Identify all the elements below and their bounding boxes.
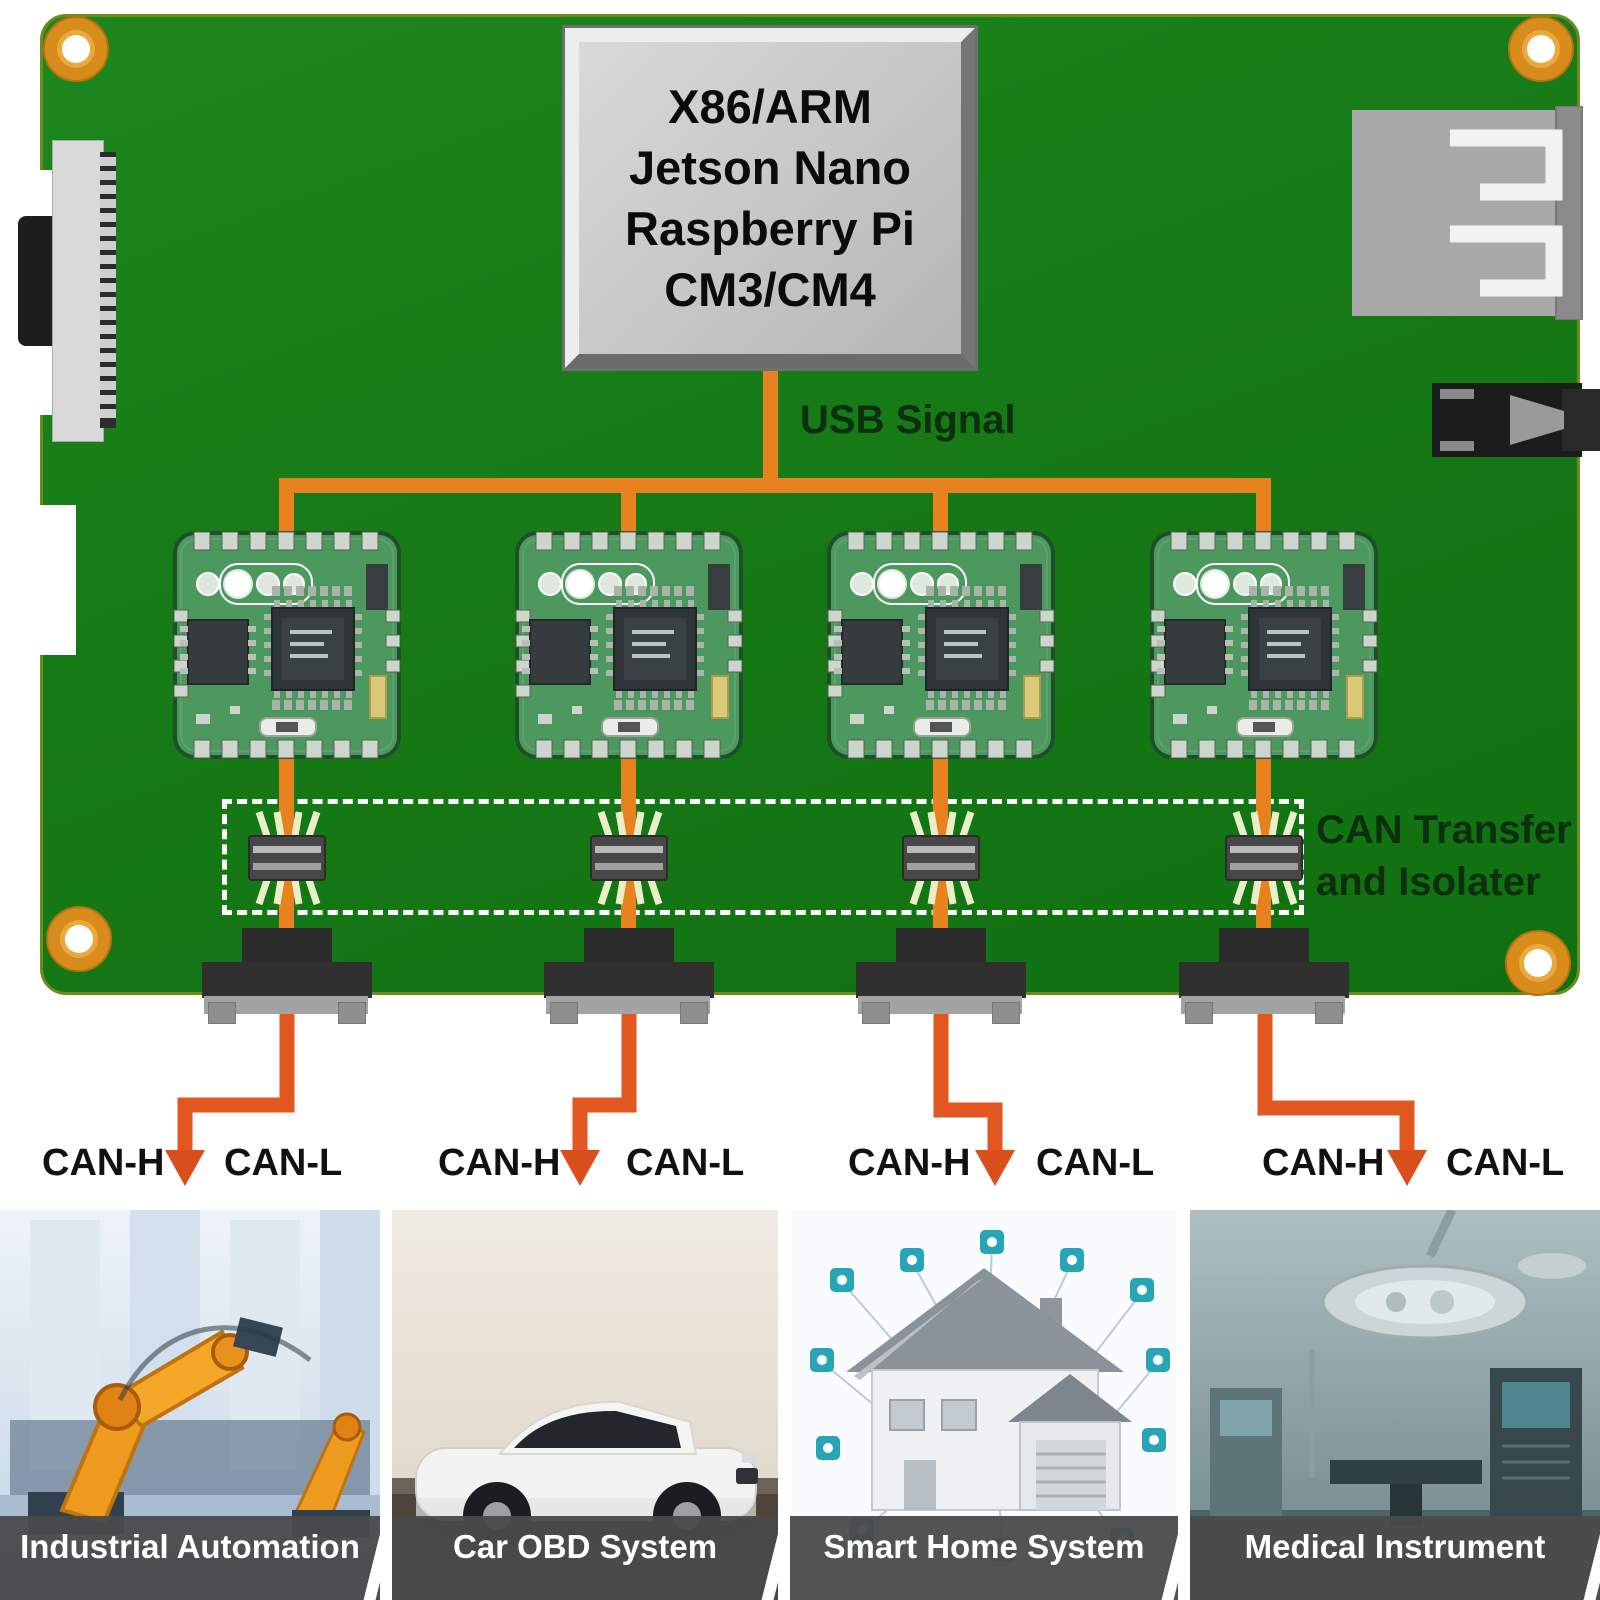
usb-dual-port-art	[1352, 106, 1583, 320]
mounting-hole-icon	[1505, 930, 1571, 996]
board-edge-margin	[1580, 0, 1600, 995]
can-module-icon	[172, 530, 402, 760]
photo-caption: Smart Home System	[790, 1516, 1178, 1600]
db9-connector-icon	[544, 928, 714, 1024]
photo-car-obd: Car OBD System	[392, 1210, 778, 1600]
smart-home-illustration	[790, 1210, 1178, 1600]
can-h-label: CAN-H	[848, 1142, 971, 1184]
photo-caption: Medical Instrument	[1190, 1516, 1600, 1600]
can-transfer-label: CAN Transfer and Isolater	[1316, 804, 1572, 908]
can-h-label: CAN-H	[1262, 1142, 1385, 1184]
can-l-label: CAN-L	[224, 1142, 343, 1184]
mounting-hole-icon	[1508, 16, 1574, 82]
mounting-hole-icon	[43, 16, 109, 82]
can-h-label: CAN-H	[438, 1142, 561, 1184]
db9-connector-icon	[202, 928, 372, 1024]
photo-caption: Car OBD System	[392, 1516, 778, 1600]
photo-medical-instrument: Medical Instrument	[1190, 1210, 1600, 1600]
board-notch	[30, 505, 76, 655]
arrow-down-icon	[1387, 1150, 1427, 1186]
can-l-label: CAN-L	[626, 1142, 745, 1184]
isolation-zone-dashed-box	[222, 799, 1304, 915]
arrow-down-icon	[560, 1150, 600, 1186]
isolator-chip-icon	[1214, 806, 1314, 910]
can-transfer-line2: and Isolater	[1316, 860, 1541, 904]
host-cpu-box: X86/ARM Jetson Nano Raspberry Pi CM3/CM4	[565, 28, 975, 368]
db9-connector-icon	[1179, 928, 1349, 1024]
photo-caption: Industrial Automation	[0, 1516, 380, 1600]
isolator-chip-icon	[891, 806, 991, 910]
mounting-hole-icon	[46, 906, 112, 972]
audio-jack-icon	[1432, 383, 1600, 457]
arrow-down-icon	[165, 1150, 205, 1186]
can-wire-4	[1257, 1006, 1415, 1152]
cpu-line: Jetson Nano	[628, 141, 912, 194]
arrow-down-icon	[975, 1150, 1015, 1186]
cpu-line: CM3/CM4	[664, 263, 876, 316]
usb-dual-port-icon	[1352, 106, 1584, 320]
can-output-wires	[165, 1006, 1427, 1186]
can-transfer-line1: CAN Transfer	[1316, 808, 1572, 852]
can-module-icon	[514, 530, 744, 760]
isolator-chip-icon	[579, 806, 679, 910]
photo-industrial-automation: Industrial Automation	[0, 1210, 380, 1600]
cpu-line: X86/ARM	[668, 80, 872, 133]
can-h-label: CAN-H	[42, 1142, 165, 1184]
usb-signal-label: USB Signal	[800, 398, 1016, 442]
can-l-label: CAN-L	[1446, 1142, 1565, 1184]
db9-connector-icon	[856, 928, 1026, 1024]
can-wire-1	[177, 1006, 295, 1152]
can-module-icon	[826, 530, 1056, 760]
cpu-line: Raspberry Pi	[625, 202, 915, 255]
can-module-icon	[1149, 530, 1379, 760]
usb-wire-stub	[763, 362, 778, 490]
can-wire-2	[572, 1006, 637, 1152]
can-wire-3	[933, 1006, 1003, 1152]
audio-jack-art	[1432, 383, 1600, 457]
can-l-label: CAN-L	[1036, 1142, 1155, 1184]
photo-smart-home: Smart Home System	[790, 1210, 1178, 1600]
isolator-chip-icon	[237, 806, 337, 910]
usb-wire-bus	[279, 478, 1271, 493]
